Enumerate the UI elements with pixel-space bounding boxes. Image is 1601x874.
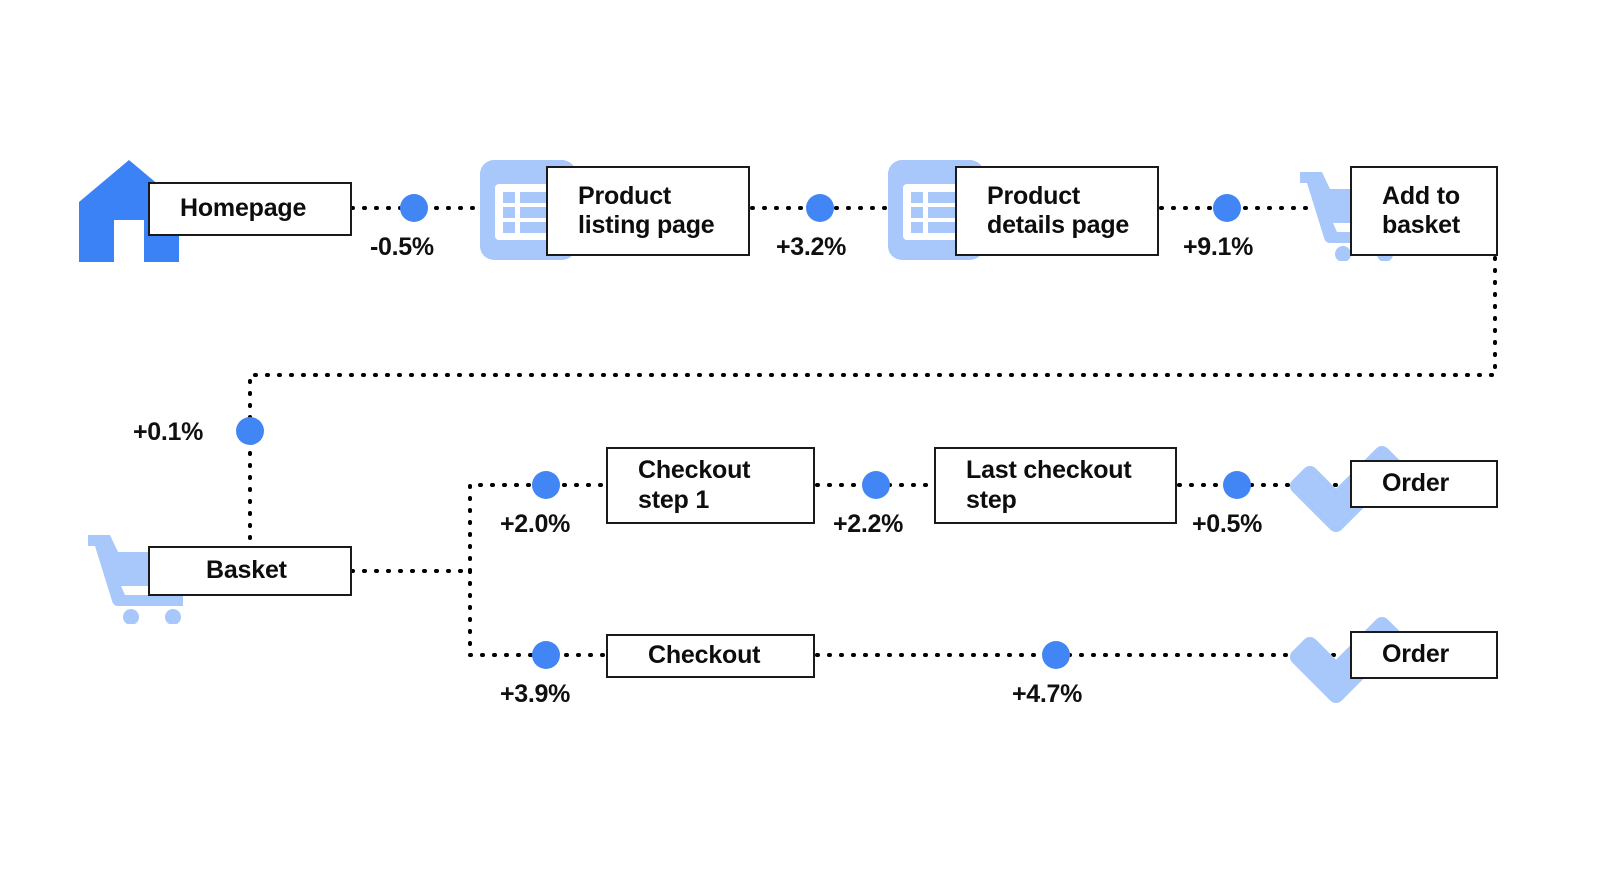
node-label: Add to basket (1382, 181, 1461, 239)
transition-label-step1-to-last: +2.2% (833, 510, 904, 538)
node-label: Last checkout step (966, 456, 1132, 514)
node-label: Homepage (180, 194, 307, 223)
transition-dot (532, 641, 560, 669)
node-last-checkout-step[interactable]: Last checkout step (934, 447, 1177, 524)
node-add-to-basket[interactable]: Add to basket (1350, 166, 1498, 256)
transition-label-details-to-addtobasket: +9.1% (1183, 233, 1254, 261)
transition-dot (236, 417, 264, 445)
node-label: Order (1382, 640, 1450, 669)
node-order-bottom[interactable]: Order (1350, 631, 1498, 679)
transition-dot (1213, 194, 1241, 222)
transition-dot (806, 194, 834, 222)
connector-branch-down (468, 569, 610, 657)
node-order-top[interactable]: Order (1350, 460, 1498, 508)
node-product-details-page[interactable]: Product details page (955, 166, 1159, 256)
node-label: Checkout (648, 641, 761, 670)
node-checkout-step-1[interactable]: Checkout step 1 (606, 447, 815, 524)
transition-label-basket-to-step1: +2.0% (500, 510, 571, 538)
node-product-listing-page[interactable]: Product listing page (546, 166, 750, 256)
transition-label-listing-to-details: +3.2% (776, 233, 847, 261)
transition-dot (862, 471, 890, 499)
node-label: Basket (206, 556, 287, 585)
node-homepage[interactable]: Homepage (148, 182, 352, 236)
transition-label-basket-to-checkout: +3.9% (500, 680, 571, 708)
node-label: Product listing page (578, 181, 715, 239)
transition-dot-layer (236, 194, 1251, 669)
transition-label-checkout-to-order: +4.7% (1012, 680, 1083, 708)
transition-label-last-to-order: +0.5% (1192, 510, 1263, 538)
node-basket[interactable]: Basket (148, 546, 352, 596)
node-label: Checkout step 1 (638, 456, 751, 514)
transition-label-addtobasket-to-basket: +0.1% (133, 418, 204, 446)
transition-label-homepage-to-listing: -0.5% (370, 233, 434, 261)
transition-dot (1223, 471, 1251, 499)
node-checkout[interactable]: Checkout (606, 634, 815, 678)
transition-dot (1042, 641, 1070, 669)
transition-dot (532, 471, 560, 499)
node-label: Order (1382, 469, 1450, 498)
transition-dot (400, 194, 428, 222)
node-label: Product details page (987, 181, 1130, 239)
